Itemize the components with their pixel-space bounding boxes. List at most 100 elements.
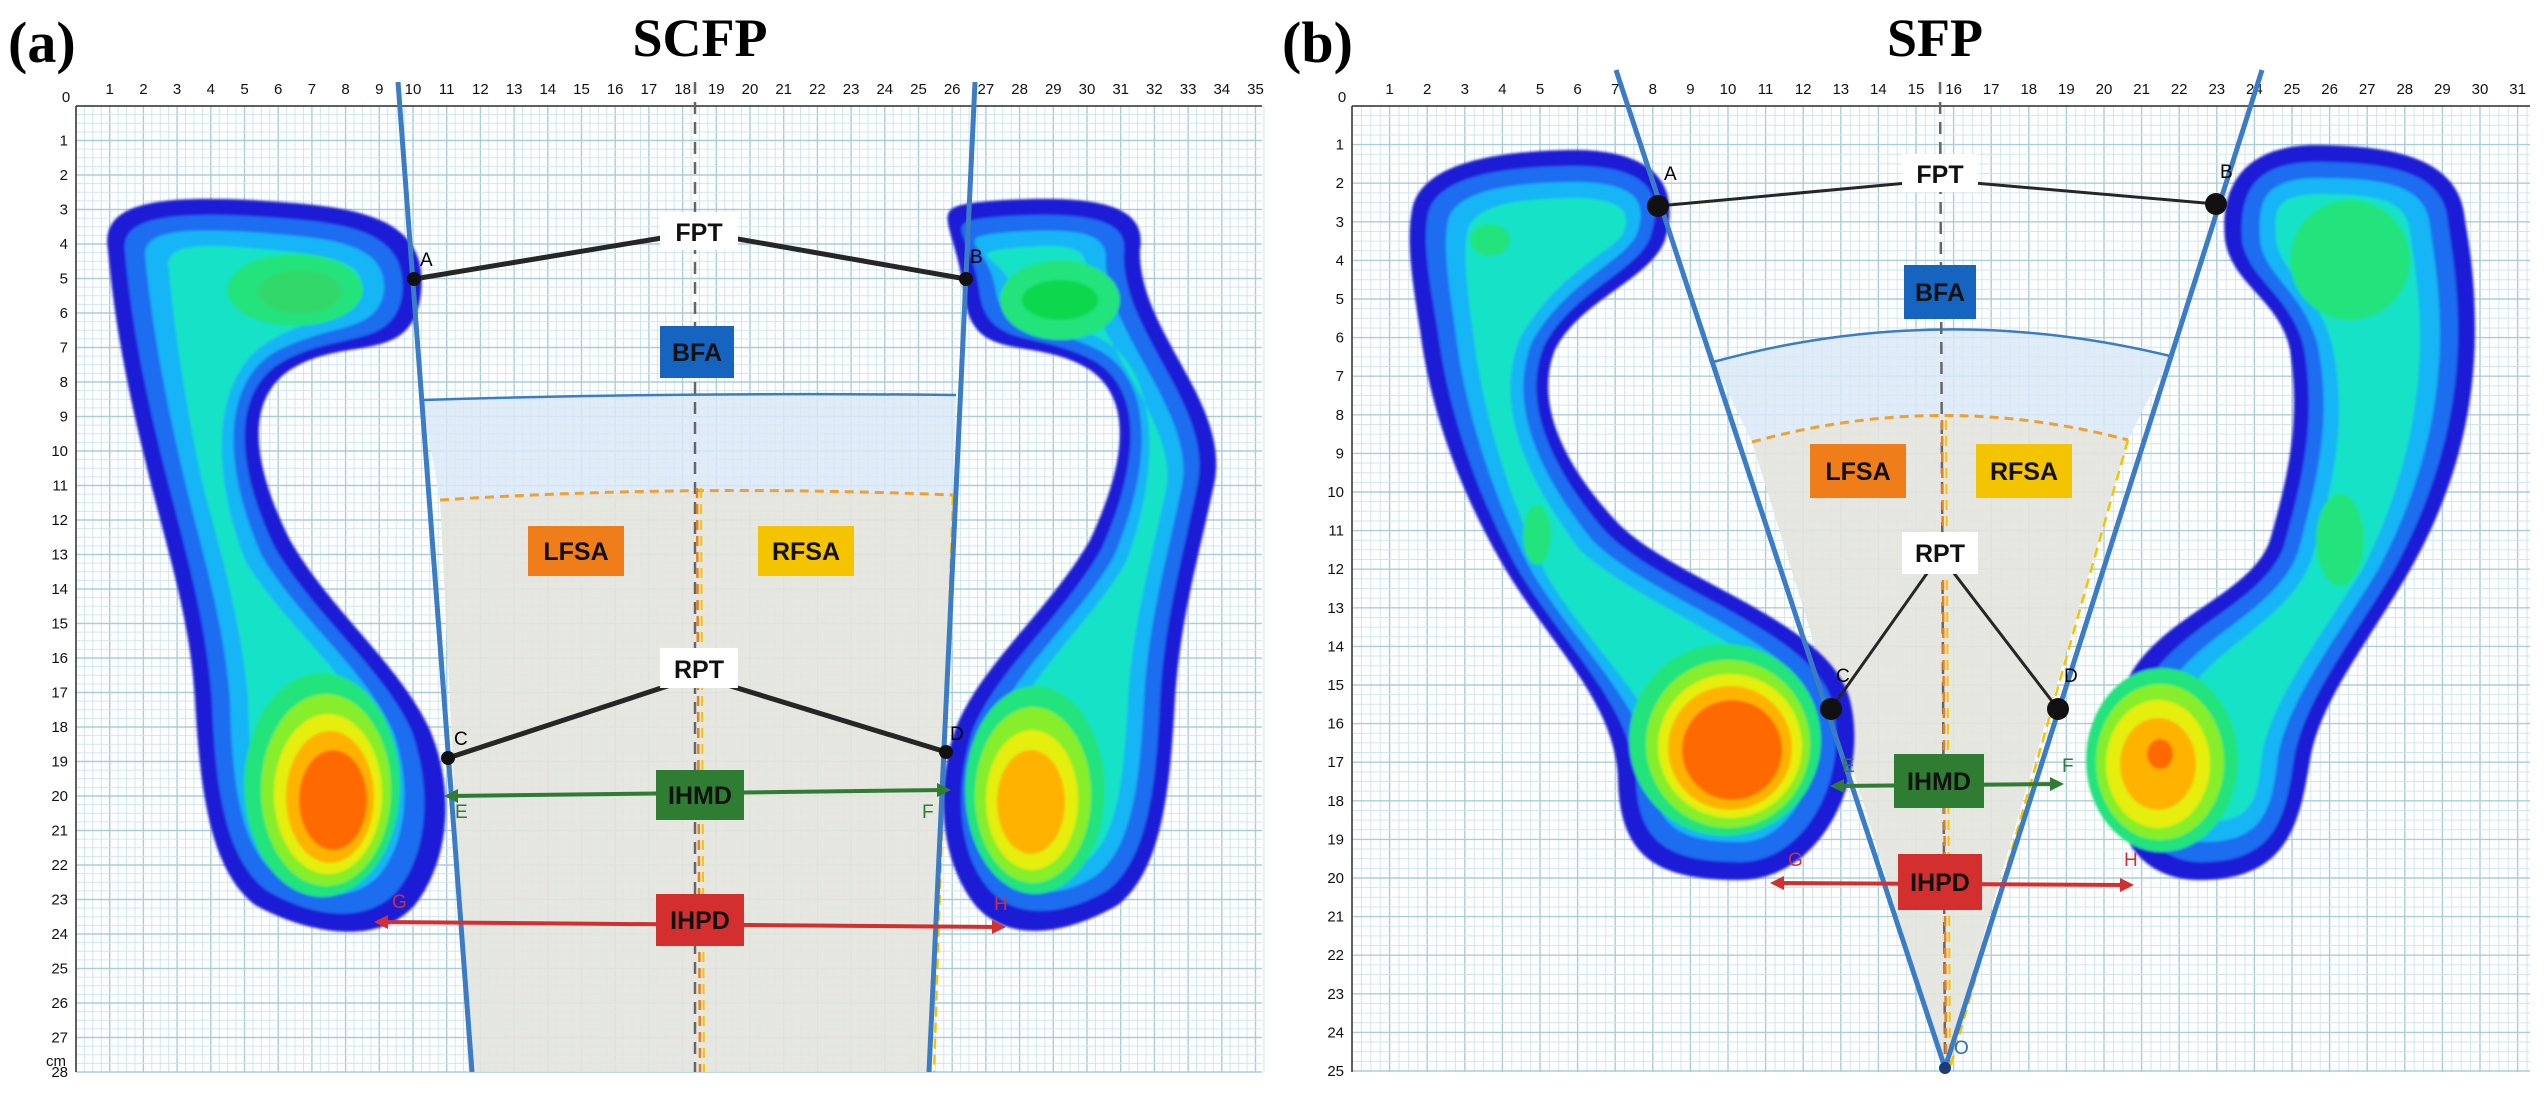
panel-a-label-e: E xyxy=(455,802,468,823)
panel-b-ihpd-box: IHPD xyxy=(1898,854,1982,910)
panel-b-x-tick: 25 xyxy=(2284,81,2301,98)
panel-a-y-tick: 20 xyxy=(51,788,68,805)
panel-b-y-tick: 3 xyxy=(1336,214,1344,231)
panel-b-x-tick: 18 xyxy=(2020,81,2037,98)
panel-a-x-tick: 6 xyxy=(274,81,282,98)
panel-b-x-tick: 31 xyxy=(2509,81,2526,98)
panel-a-x-tick: 17 xyxy=(641,81,658,98)
panel-b-label-h: H xyxy=(2124,850,2138,871)
panel-b-y-tick: 25 xyxy=(1327,1063,1344,1080)
panel-a-y-tick: 15 xyxy=(51,616,68,633)
panel-b-x-tick: 15 xyxy=(1908,81,1925,98)
panel-a-left-foot-heatmap xyxy=(107,198,446,932)
panel-a-x-tick: 3 xyxy=(173,81,181,98)
panel-a-x-tick: 22 xyxy=(809,81,826,98)
panel-b-y-tick: 12 xyxy=(1327,561,1344,578)
panel-a-x-tick: 11 xyxy=(439,81,455,98)
panel-a-y-tick: 10 xyxy=(51,443,68,460)
panel-a-x-tick: 8 xyxy=(341,81,349,98)
panel-b-yellow-midline xyxy=(1945,419,1951,1069)
panel-b-y-tick: 6 xyxy=(1336,330,1344,347)
panel-b-point-o xyxy=(1939,1062,1951,1074)
panel-b-x-tick: 28 xyxy=(2396,81,2413,98)
panel-b-y-tick: 21 xyxy=(1327,909,1344,926)
panel-a-x-tick: 30 xyxy=(1079,81,1096,98)
panel-a-rfsa-box: RFSA xyxy=(758,526,854,576)
panel-a-y-tick: 17 xyxy=(51,685,68,702)
panel-a-left-boundary-line xyxy=(395,81,475,1073)
svg-text:IHMD: IHMD xyxy=(668,782,732,810)
panel-a-x-tick: 21 xyxy=(775,81,792,98)
panel-a-y-tick: 14 xyxy=(51,581,68,598)
panel-a-label-f: F xyxy=(922,802,934,823)
panel-b-y-tick: 19 xyxy=(1327,831,1344,848)
panel-a-y-tick: 5 xyxy=(60,271,68,288)
panel-b-x-tick: 0 xyxy=(1338,89,1346,106)
panel-a-y-tick: 24 xyxy=(51,926,68,943)
panel-b-y-tick: 4 xyxy=(1336,252,1344,269)
panel-a-x-tick: 0 xyxy=(62,89,70,106)
panel-b-y-tick: 9 xyxy=(1336,445,1344,462)
panel-b-x-tick: 10 xyxy=(1720,81,1737,98)
panel-a-x-tick: 28 xyxy=(1011,81,1028,98)
panel-b-y-tick: 11 xyxy=(1328,523,1344,540)
panel-b-x-tick: 9 xyxy=(1686,81,1694,98)
panel-a-rpt-box: RPT xyxy=(660,648,738,688)
panel-a-x-tick: 2 xyxy=(139,81,147,98)
svg-text:LFSA: LFSA xyxy=(1825,458,1890,486)
panel-b-x-tick: 1 xyxy=(1385,81,1393,98)
panel-a-y-tick: 7 xyxy=(60,340,68,357)
panel-a-x-tick: 34 xyxy=(1213,81,1230,98)
panel-b-x-tick: 21 xyxy=(2133,81,2150,98)
panel-b-x-tick: 7 xyxy=(1611,81,1619,98)
panel-b-label-b: B xyxy=(2220,162,2233,183)
panel-a-x-tick: 25 xyxy=(910,81,927,98)
panel-b-x-axis: 0123456789101112131415161718192021222324… xyxy=(1338,81,2526,106)
panel-a-y-tick: 27 xyxy=(51,1030,68,1047)
panel-b-y-tick: 8 xyxy=(1336,407,1344,424)
panel-b-x-tick: 29 xyxy=(2434,81,2451,98)
svg-text:RFSA: RFSA xyxy=(772,538,840,566)
panel-a-bfa-box: BFA xyxy=(660,326,734,378)
panel-b-title: SFP xyxy=(1887,8,1983,68)
panel-a-y-tick: 13 xyxy=(51,547,68,564)
panel-b-label-f: F xyxy=(2062,756,2074,777)
panel-a-x-tick: 35 xyxy=(1247,81,1264,98)
panel-b-x-tick: 13 xyxy=(1832,81,1849,98)
panel-b-x-tick: 5 xyxy=(1536,81,1544,98)
panel-a-fsa-arc xyxy=(439,489,954,502)
panel-a-y-tick: 6 xyxy=(60,305,68,322)
panel-a-fpt-box: FPT xyxy=(660,212,738,250)
svg-text:BFA: BFA xyxy=(1915,279,1965,307)
panel-b-lfsa-box: LFSA xyxy=(1810,444,1906,498)
panel-a-title: SCFP xyxy=(633,8,768,68)
panel-a-ihmd-box: IHMD xyxy=(656,770,744,820)
panel-b-left-boundary-line xyxy=(1613,69,1948,1069)
panel-a-right-foot-heatmap xyxy=(943,198,1217,931)
panel-a-x-tick: 15 xyxy=(573,81,590,98)
panel-a-label-h: H xyxy=(994,894,1008,915)
svg-text:RFSA: RFSA xyxy=(1990,458,2058,486)
panel-a-x-tick: 1 xyxy=(106,81,114,98)
panel-a-point-c xyxy=(441,751,455,765)
svg-text:FPT: FPT xyxy=(675,219,722,247)
panel-a-y-tick: 19 xyxy=(51,754,68,771)
panel-b-point-b xyxy=(2205,193,2227,215)
panel-b-y-tick: 18 xyxy=(1327,793,1344,810)
panel-a-y-tick: 4 xyxy=(60,236,68,253)
panel-b-y-tick: 20 xyxy=(1327,870,1344,887)
panel-a-x-tick: 32 xyxy=(1146,81,1163,98)
panel-a-y-tick: 11 xyxy=(52,478,68,495)
panel-b-x-tick: 27 xyxy=(2359,81,2376,98)
panel-b-label-d: D xyxy=(2064,666,2078,687)
panel-b-label-e: E xyxy=(1842,756,1855,777)
panel-b-label-a: A xyxy=(1664,164,1677,185)
panel-b-x-tick: 16 xyxy=(1945,81,1962,98)
panel-b-rpt-box: RPT xyxy=(1902,532,1978,574)
panel-b-y-tick: 5 xyxy=(1336,291,1344,308)
panel-b-label-c: C xyxy=(1836,666,1850,687)
panel-a-x-tick: 14 xyxy=(539,81,556,98)
